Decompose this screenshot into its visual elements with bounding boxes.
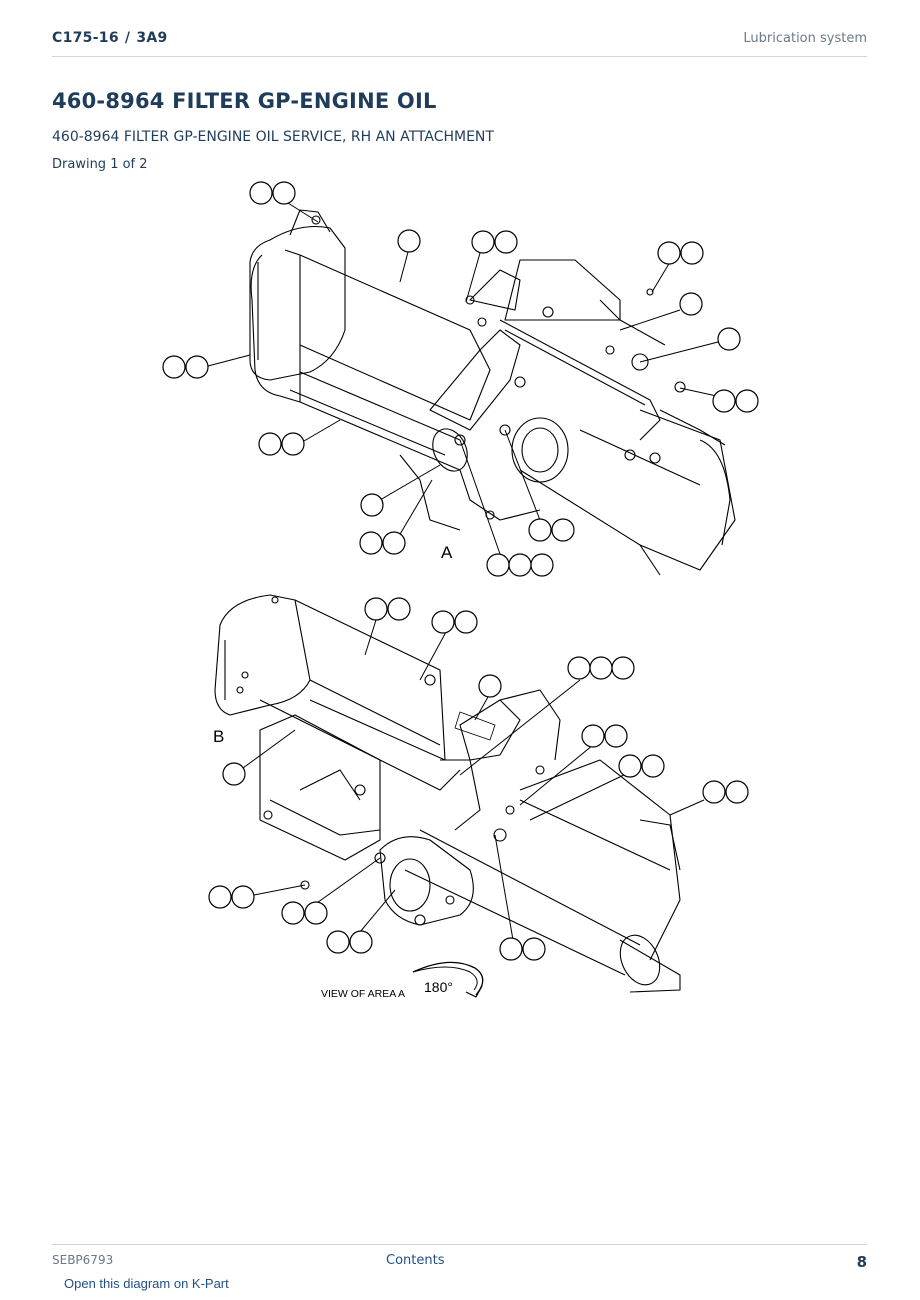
header-model-info: C175-16 / 3A9 [52, 30, 168, 46]
drawing-label: Drawing 1 of 2 [52, 157, 148, 172]
area-a-label: A [441, 543, 453, 562]
upper-filter-assembly [249, 209, 736, 576]
page-header: C175-16 / 3A9 Lubrication system [52, 28, 867, 57]
page-number: 8 [856, 1253, 867, 1271]
model-number: C175-16 [52, 30, 119, 46]
contents-link[interactable]: Contents [386, 1253, 445, 1268]
serial-prefix: 3A9 [136, 30, 168, 46]
section-name: Lubrication system [743, 31, 867, 46]
view-label: VIEW OF AREA A [321, 988, 405, 1000]
parts-diagram: A B VIEW OF AREA A 180° [162, 181, 759, 1000]
area-b-label: B [213, 727, 224, 746]
page-footer: SEBP6793 Contents 8 [52, 1244, 867, 1275]
header-separator: / [124, 30, 131, 46]
kpart-link[interactable]: Open this diagram on K-Part [64, 1276, 229, 1291]
page-subtitle: 460-8964 FILTER GP-ENGINE OIL SERVICE, R… [52, 129, 494, 145]
lower-filter-assembly [214, 594, 681, 993]
rotation-label: 180° [424, 979, 453, 995]
page-title: 460-8964 FILTER GP-ENGINE OIL [52, 89, 437, 113]
document-number: SEBP6793 [52, 1253, 114, 1267]
rotation-arrow-icon [412, 961, 484, 996]
